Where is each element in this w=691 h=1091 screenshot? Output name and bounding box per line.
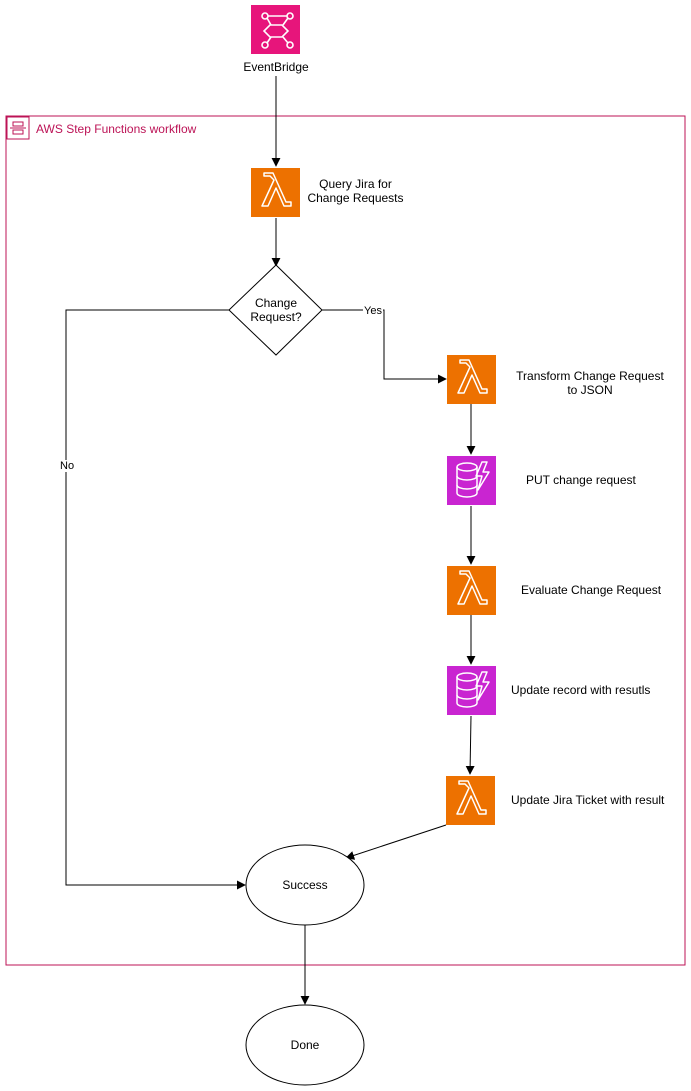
dynamodb-icon (447, 456, 496, 505)
no-edge-label: No (59, 460, 76, 472)
done-label: Done (290, 1038, 320, 1052)
edge-update-jira-to-success (345, 824, 447, 860)
dynamodb-icon (447, 666, 496, 715)
lambda-icon (447, 566, 496, 615)
update-jira-label: Update Jira Ticket with result (511, 793, 665, 807)
step-functions-icon (6, 116, 30, 140)
success-label: Success (282, 878, 328, 892)
query-jira-label: Query Jira for Change Requests (307, 177, 404, 205)
edge-decision-no (65, 309, 246, 890)
edge-decision-yes (322, 309, 447, 384)
lambda-icon (446, 776, 495, 825)
yes-edge-label: Yes (363, 305, 383, 317)
edges (65, 76, 476, 1005)
eventbridge-icon (251, 5, 300, 54)
decision-diamond (228, 264, 323, 356)
done-ellipse (245, 1004, 365, 1086)
group-title: AWS Step Functions workflow (36, 122, 197, 136)
evaluate-label: Evaluate Change Request (521, 583, 662, 597)
eventbridge-label: EventBridge (243, 60, 309, 74)
step-functions-group (5, 115, 686, 966)
decision-label: Change Request? (250, 296, 302, 324)
edge-update-record-to-update-jira (465, 715, 475, 775)
update-record-label: Update record with resutls (511, 683, 651, 697)
success-ellipse (245, 844, 365, 926)
put-request-label: PUT change request (526, 473, 636, 487)
lambda-icon (447, 355, 496, 404)
lambda-icon (251, 168, 300, 217)
transform-label: Transform Change Request to JSON (516, 369, 664, 397)
